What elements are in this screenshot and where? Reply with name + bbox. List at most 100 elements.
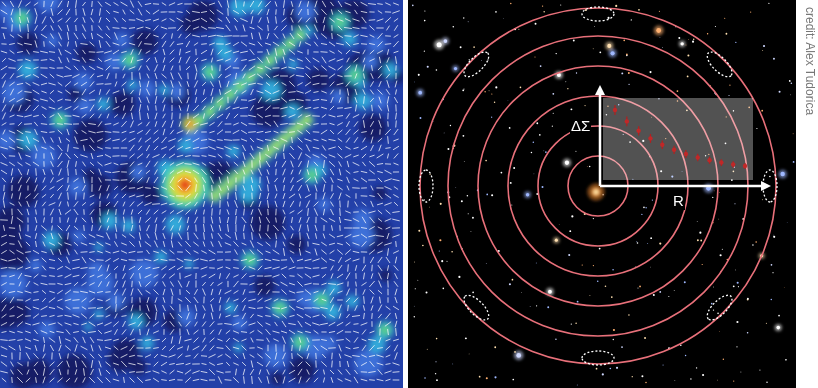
shear-whisker [65, 81, 71, 86]
shear-whisker [185, 370, 191, 375]
shear-whisker [97, 307, 103, 308]
shear-whisker [90, 137, 94, 142]
shear-whisker [19, 202, 22, 207]
shear-whisker [162, 19, 167, 21]
shear-whisker [26, 105, 31, 111]
shear-whisker [105, 123, 111, 125]
shear-whisker [25, 2, 30, 6]
shear-whisker [98, 281, 101, 286]
shear-whisker [282, 90, 287, 94]
shear-whisker [171, 225, 174, 230]
shear-whisker [177, 379, 182, 380]
shear-whisker [121, 361, 126, 367]
shear-whisker [227, 162, 230, 167]
shear-whisker [25, 163, 30, 166]
density-blob [376, 321, 394, 339]
shear-whisker [250, 355, 255, 358]
density-blob [285, 104, 300, 119]
shear-whisker [257, 242, 262, 245]
density-blob [166, 215, 186, 235]
shear-whisker [184, 259, 192, 261]
shear-whisker [187, 305, 189, 311]
shear-whisker [130, 162, 134, 167]
shear-whisker [34, 193, 39, 199]
shear-whisker [186, 290, 190, 294]
shear-whisker [105, 251, 110, 253]
shear-whisker [257, 91, 264, 93]
shear-whisker [115, 73, 116, 78]
shear-whisker [163, 114, 166, 119]
shear-whisker [59, 49, 62, 55]
shear-whisker [83, 177, 84, 183]
shear-whisker [139, 66, 141, 71]
shear-whisker [235, 200, 238, 207]
shear-whisker [9, 123, 14, 124]
shear-whisker [290, 243, 295, 245]
shear-whisker [171, 240, 172, 247]
shear-whisker [105, 362, 110, 366]
shear-whisker [227, 186, 229, 191]
shear-whisker [219, 80, 221, 87]
shear-whisker [265, 315, 270, 317]
shear-whisker [11, 168, 12, 175]
shear-whisker [73, 331, 79, 332]
shear-whisker [203, 193, 205, 199]
shear-whisker [280, 123, 288, 124]
shear-whisker [233, 107, 240, 109]
shear-whisker [227, 217, 228, 223]
shear-whisker [35, 345, 37, 351]
shear-whisker [168, 139, 175, 142]
shear-whisker [251, 10, 254, 14]
shear-whisker [122, 113, 125, 119]
shear-whisker [51, 217, 53, 223]
shear-whisker [123, 273, 126, 279]
shear-whisker [211, 49, 213, 56]
shear-whisker [138, 321, 142, 326]
shear-whisker [203, 232, 205, 239]
shear-whisker [235, 249, 238, 254]
shear-whisker [186, 363, 191, 365]
shear-whisker [193, 123, 199, 125]
shear-whisker [83, 17, 85, 23]
shear-whisker [129, 187, 135, 189]
shear-whisker [122, 138, 127, 141]
shear-whisker [171, 120, 173, 127]
shear-whisker [106, 273, 111, 278]
shear-whisker [225, 51, 232, 54]
shear-whisker [257, 307, 263, 309]
shear-whisker [288, 67, 295, 69]
shear-whisker [19, 17, 20, 23]
shear-whisker [26, 177, 29, 183]
shear-whisker [266, 307, 271, 309]
shear-whisker [137, 355, 142, 356]
shear-whisker [121, 251, 127, 254]
shear-whisker [258, 330, 263, 334]
shear-whisker [259, 160, 261, 168]
shear-whisker [185, 202, 191, 206]
shear-whisker [145, 282, 150, 287]
shear-whisker [275, 185, 277, 191]
shear-whisker [169, 274, 175, 278]
shear-whisker [131, 281, 132, 287]
shear-whisker [57, 75, 64, 77]
shear-whisker [201, 267, 208, 269]
shear-whisker [2, 81, 5, 88]
shear-whisker [290, 251, 294, 254]
shear-whisker [153, 322, 159, 327]
shear-whisker [3, 33, 5, 39]
shear-whisker [74, 49, 78, 55]
shear-whisker [185, 267, 192, 268]
shear-whisker [219, 313, 220, 318]
shear-whisker [49, 307, 55, 308]
shear-whisker [193, 147, 199, 148]
shear-whisker [74, 83, 78, 86]
shear-whisker [185, 139, 190, 141]
shear-whisker [265, 106, 270, 111]
shear-whisker [58, 193, 61, 200]
shear-whisker [257, 57, 262, 63]
shear-whisker [146, 170, 150, 173]
shear-whisker [25, 291, 32, 293]
shear-whisker [57, 315, 62, 317]
shear-whisker [259, 185, 261, 191]
shear-whisker [233, 259, 238, 261]
